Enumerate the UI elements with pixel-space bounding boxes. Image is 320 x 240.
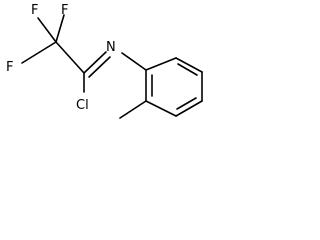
bond-c1-f1 — [37, 17, 57, 43]
bond-c1-c2 — [55, 41, 85, 74]
bond-methyl — [119, 100, 147, 119]
atom-label-f1: F — [31, 3, 38, 18]
bonds — [21, 14, 203, 119]
ring-bond-1 — [145, 57, 177, 71]
atom-label-n: N — [106, 40, 116, 55]
atom-label-cl: Cl — [76, 98, 89, 113]
bond-c2-n-1 — [83, 51, 107, 74]
bond-c1-f3 — [55, 14, 65, 43]
ring-double-2 — [176, 97, 197, 110]
ring-bond-2 — [175, 57, 203, 73]
bond-n-aryl — [121, 52, 147, 71]
atom-label-f2: F — [6, 60, 13, 75]
ring-bond-5 — [145, 100, 177, 117]
atom-label-f3: F — [61, 3, 68, 18]
bond-c2-n-2 — [88, 56, 111, 78]
bond-c1-f2 — [21, 41, 57, 64]
ring-bond-4 — [175, 100, 203, 117]
atom-labels: F F F N Cl — [6, 3, 116, 113]
chemical-structure: F F F N Cl — [6, 3, 203, 119]
ring-double-1 — [177, 63, 198, 76]
